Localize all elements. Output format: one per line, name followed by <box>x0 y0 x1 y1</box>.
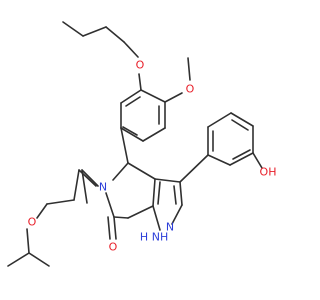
ether-oxygen-label: O <box>28 216 37 229</box>
methoxy-oxygen-label: O <box>186 83 195 96</box>
pyrazole-nh-label: NH <box>152 231 169 244</box>
molecule-canvas: O O OH O O N N NH H <box>7 21 277 267</box>
bond-skeleton <box>7 21 263 267</box>
pyrazole-nitrogen-label: N <box>166 221 174 234</box>
phenol-hydroxyl-label: OH <box>260 166 277 179</box>
butoxy-oxygen-label: O <box>136 59 145 72</box>
pyrazole-nh-hydrogen-label: H <box>140 231 148 244</box>
carbonyl-oxygen-label: O <box>109 241 118 254</box>
structure-drawing: O O OH O O N N NH H <box>7 21 277 267</box>
lactam-nitrogen-label: N <box>99 181 107 194</box>
